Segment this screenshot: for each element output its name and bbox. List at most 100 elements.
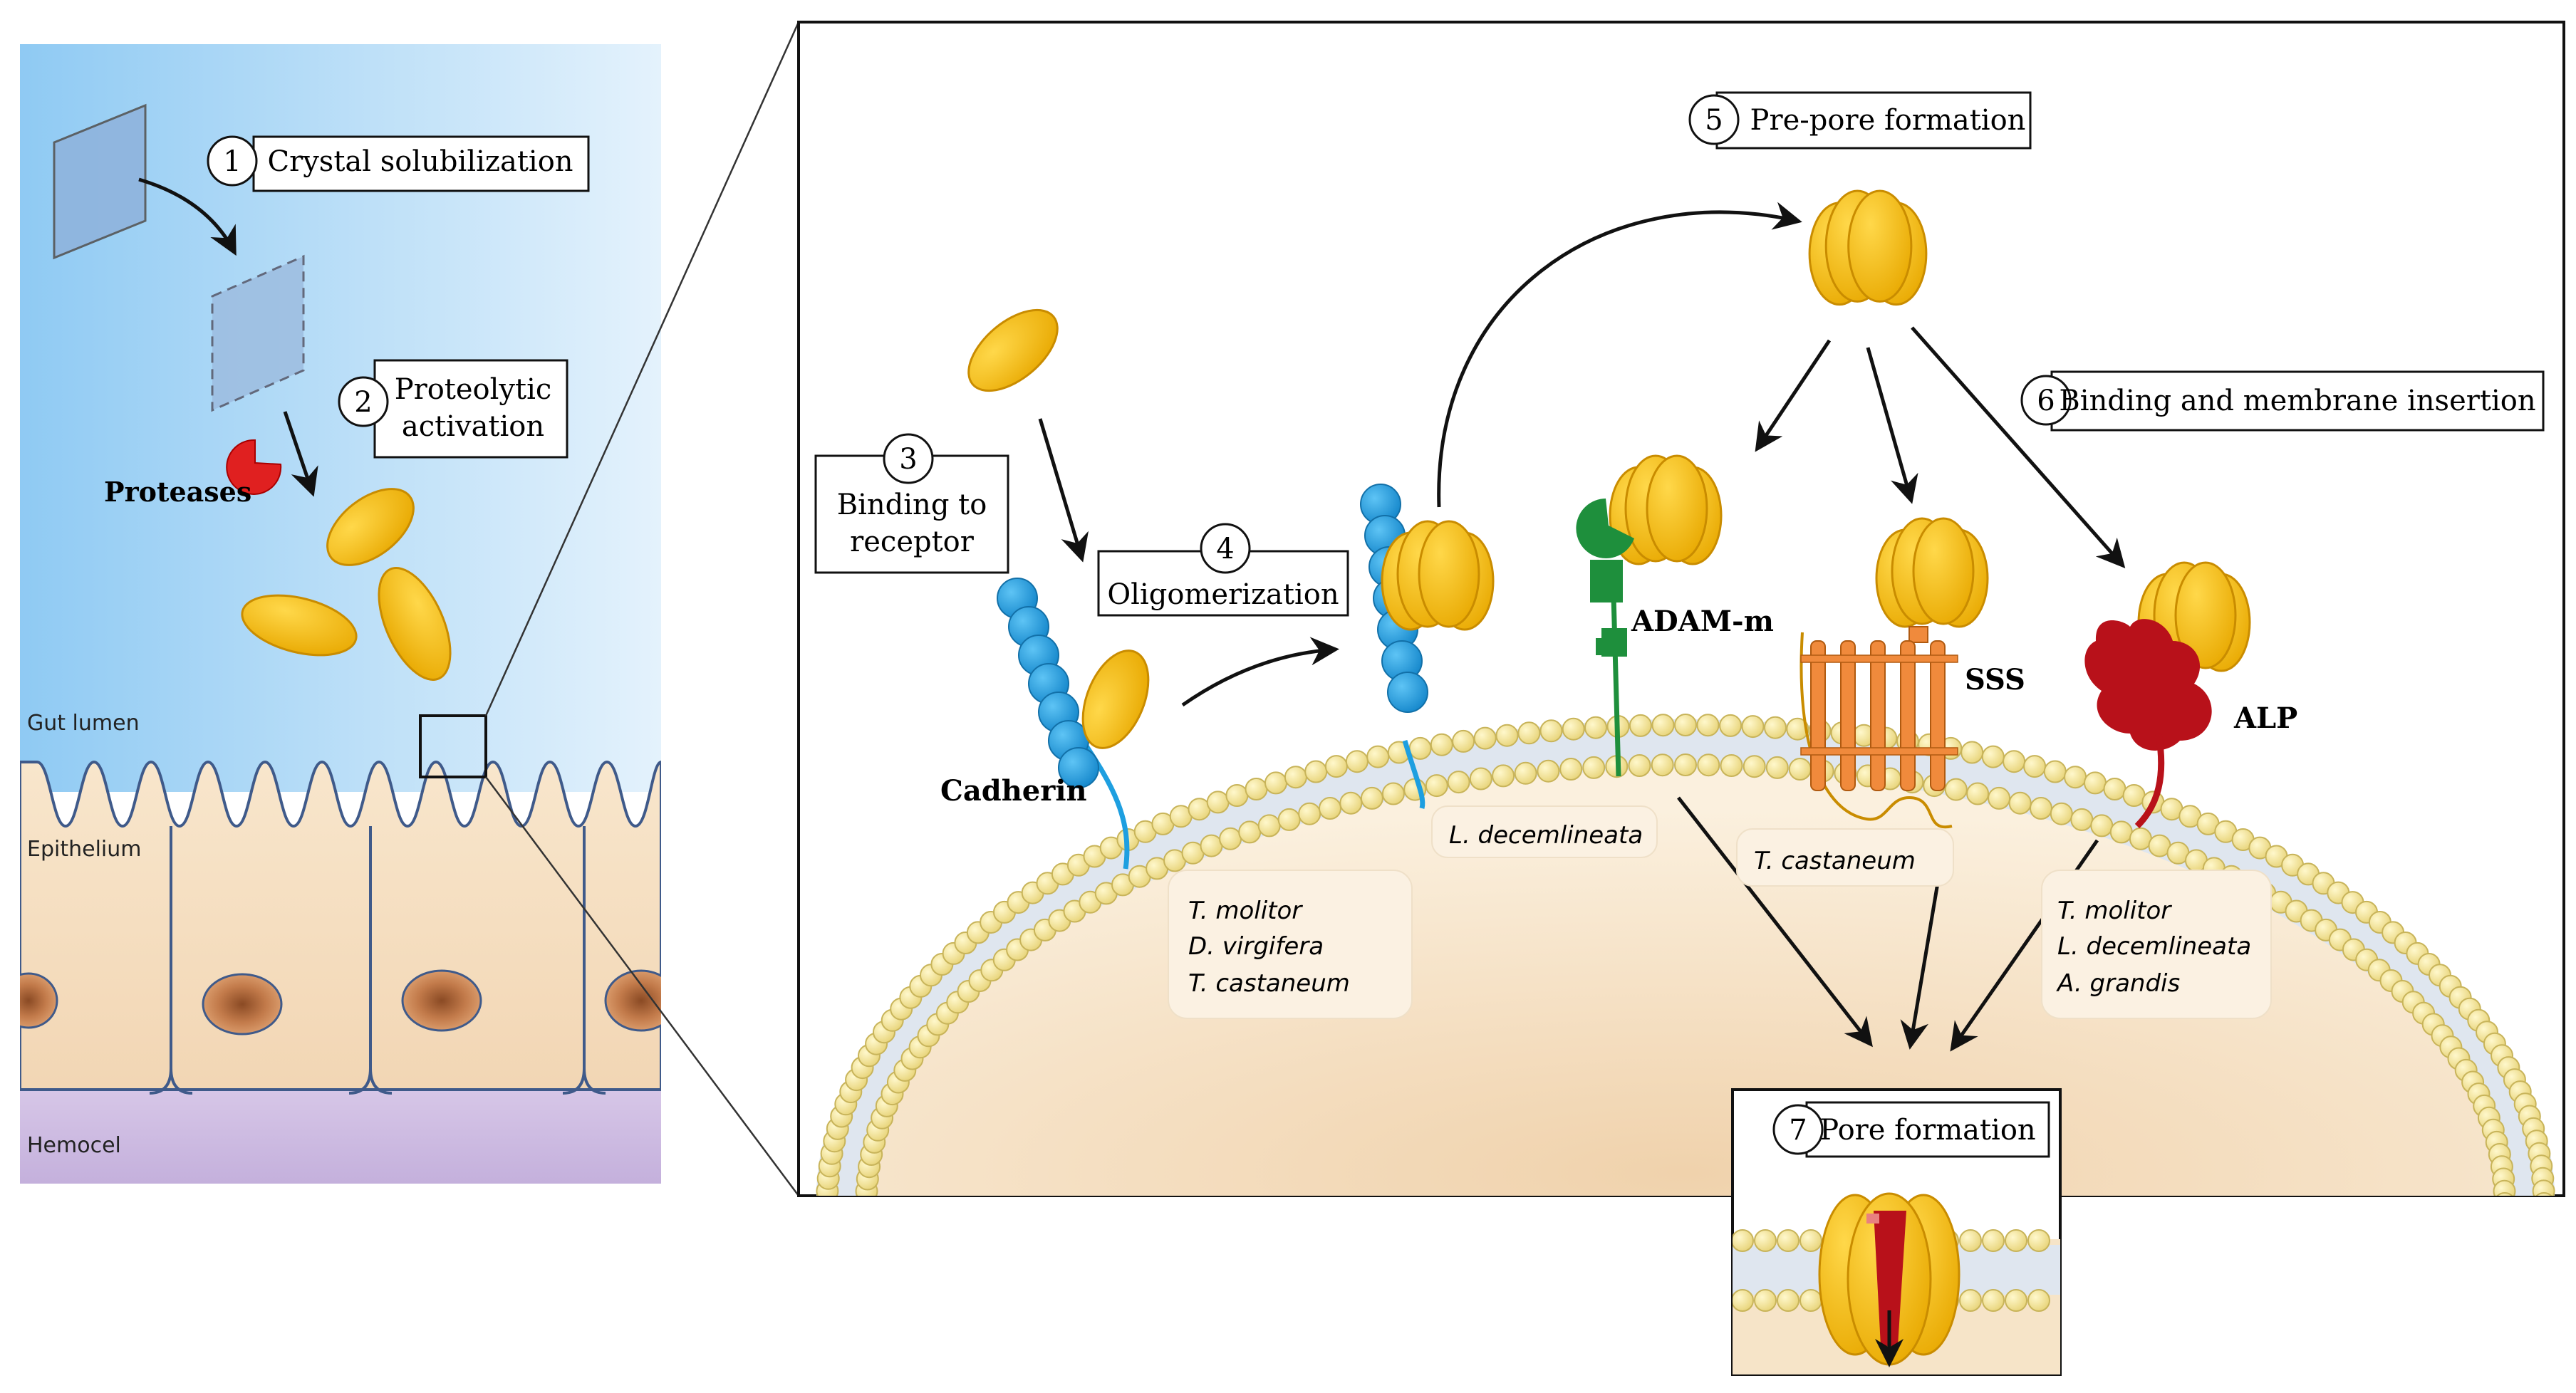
lipid-head xyxy=(1788,758,1812,781)
step-4-callout: 4 Oligomerization xyxy=(1097,523,1349,617)
lipid-head xyxy=(1982,1229,2005,1252)
svg-text:Pore formation: Pore formation xyxy=(1819,1114,2035,1147)
lipid-head xyxy=(1733,1289,1754,1312)
epithelium-label: Epithelium xyxy=(27,837,141,862)
lipid-head xyxy=(2122,784,2146,807)
cell-borders xyxy=(149,826,606,1095)
lipid-head xyxy=(2008,791,2032,815)
pore-oligomer xyxy=(1818,1192,1960,1367)
lipid-head xyxy=(1966,782,1990,805)
lipid-head xyxy=(1981,745,2005,768)
lipid-head xyxy=(1799,1229,1822,1252)
lipid-head xyxy=(1324,755,1348,778)
svg-text:7: 7 xyxy=(1789,1114,1807,1147)
lipid-head xyxy=(1537,759,1560,783)
svg-text:Binding and membrane insertion: Binding and membrane insertion xyxy=(2059,385,2535,417)
nucleus xyxy=(604,969,661,1032)
lipid-head xyxy=(2027,1289,2050,1312)
lipid-head xyxy=(1206,791,1230,814)
lipid-head xyxy=(1988,786,2011,810)
lipid-head xyxy=(1219,827,1242,850)
svg-text:5: 5 xyxy=(1705,104,1723,137)
activated-toxin xyxy=(241,594,358,657)
lipid-head xyxy=(1959,1289,1982,1312)
lipid-head xyxy=(1277,808,1301,831)
svg-text:A. grandis: A. grandis xyxy=(2056,969,2180,998)
lipid-head xyxy=(1319,797,1341,820)
lipid-head xyxy=(1628,754,1651,777)
lipid-head xyxy=(1944,778,1968,801)
cadherin-label: Cadherin xyxy=(940,774,1087,808)
lipid-head xyxy=(1257,814,1281,838)
lipid-head xyxy=(1743,755,1766,778)
lipid-head xyxy=(2129,827,2152,850)
lipid-head xyxy=(1200,834,1223,857)
lipid-head xyxy=(1473,726,1497,750)
svg-text:T. molitor: T. molitor xyxy=(1188,897,1303,925)
lipid-head xyxy=(1238,820,1262,844)
lipid-head xyxy=(1559,758,1583,781)
cadherin-receptor xyxy=(997,578,1150,870)
lipid-head xyxy=(1582,756,1606,779)
protease-icon xyxy=(226,439,282,495)
sss-label: SSS xyxy=(1965,663,2025,696)
nucleus xyxy=(20,972,58,1029)
lipid-head xyxy=(2030,797,2052,820)
lipid-head xyxy=(1492,764,1515,788)
lipid-head xyxy=(1345,750,1368,773)
lipid-head xyxy=(1697,753,1720,777)
lipid-head xyxy=(2496,1192,2513,1196)
svg-text:L. decemlineata: L. decemlineata xyxy=(1449,821,1643,850)
lipid-head xyxy=(2535,1192,2552,1196)
lipid-head xyxy=(1304,760,1328,783)
lipid-head xyxy=(1651,714,1675,737)
lipid-head xyxy=(2005,1229,2027,1252)
lipid-head xyxy=(2493,1179,2516,1196)
lipid-head xyxy=(2064,766,2087,789)
sss-helix xyxy=(1810,640,1826,791)
lipid-head xyxy=(1696,714,1720,737)
step-2-callout: 2 Proteolytic activation xyxy=(338,359,568,459)
alp-receptor xyxy=(2084,619,2212,829)
epithelium-layer xyxy=(20,760,661,1091)
adam-receptor xyxy=(1576,499,1634,777)
toxin-oligomer xyxy=(1808,189,1928,306)
toxin-oligomer xyxy=(1381,520,1495,631)
lipid-head xyxy=(2043,760,2067,783)
step-3-callout: 3 Binding to receptor xyxy=(814,433,1009,574)
adam-label: ADAM-m xyxy=(1631,605,1774,638)
lipid-head xyxy=(1719,714,1743,737)
activated-toxin xyxy=(326,488,415,566)
svg-text:T. castaneum: T. castaneum xyxy=(1754,847,1916,875)
lipid-head xyxy=(1651,753,1674,777)
lipid-head xyxy=(1754,1229,1777,1252)
svg-text:Crystal solubilization: Crystal solubilization xyxy=(267,145,573,178)
species-box-cadherin: T. molitor D. virgifera T. castaneum xyxy=(1168,870,1413,1019)
lipid-head xyxy=(2084,771,2107,795)
crystal-icon xyxy=(53,103,147,260)
zoom-line-top xyxy=(484,21,800,716)
species-box-adam: L. decemlineata xyxy=(1431,805,1658,858)
lipid-head xyxy=(1517,721,1541,745)
proteases-label: Proteases xyxy=(104,476,251,508)
cadherin-domain xyxy=(1058,747,1099,788)
lipid-head xyxy=(1366,745,1390,768)
lipid-head xyxy=(1408,736,1432,760)
lipid-head xyxy=(1495,724,1519,747)
zoom-box xyxy=(419,714,487,778)
lipid-head xyxy=(1629,714,1652,737)
lipid-head xyxy=(2027,1229,2050,1252)
step-1-callout: 1 Crystal solubilization xyxy=(207,135,590,192)
nucleus xyxy=(202,973,283,1035)
lipid-head xyxy=(1514,761,1537,785)
lipid-head xyxy=(2005,1289,2027,1312)
sss-helix xyxy=(1900,640,1916,791)
lipid-head xyxy=(1425,774,1448,798)
lipid-head xyxy=(2023,755,2047,778)
lipid-head xyxy=(2070,808,2094,831)
svg-text:Pre-pore formation: Pre-pore formation xyxy=(1750,104,2026,137)
sss-receptor xyxy=(1799,626,1958,829)
svg-text:D. virgifera: D. virgifera xyxy=(1188,932,1324,961)
sss-helix xyxy=(1870,640,1886,791)
